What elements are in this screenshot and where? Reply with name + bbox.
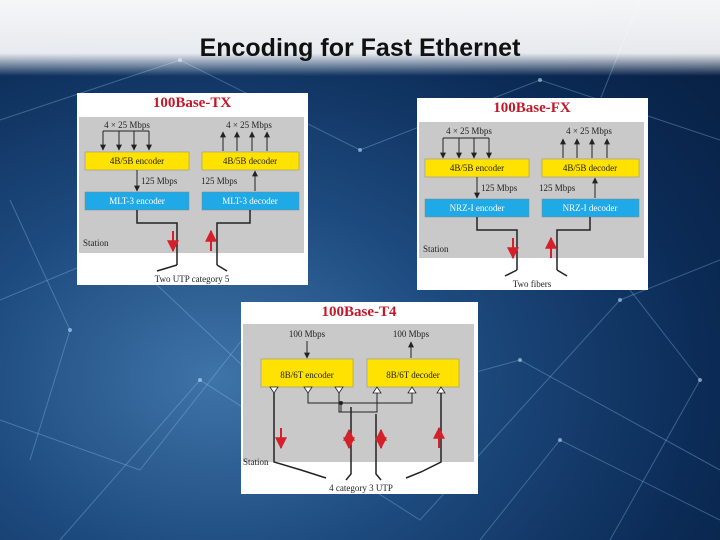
slide-title: Encoding for Fast Ethernet <box>199 34 521 62</box>
tx-medium-label: Two UTP category 5 <box>155 274 230 284</box>
fx-mid-right-rate: 125 Mbps <box>539 183 576 193</box>
tx-4b5b-decoder <box>201 151 300 171</box>
tx-title: 100Base-TX <box>153 95 232 111</box>
fx-top-right-rate: 4 × 25 Mbps <box>566 126 612 136</box>
fx-title: 100Base-FX <box>493 100 571 116</box>
t4-title: 100Base-T4 <box>322 304 398 320</box>
tx-top-left-rate: 4 × 25 Mbps <box>104 120 150 130</box>
t4-decoder-label: 8B/6T decoder <box>386 370 440 380</box>
fx-medium-label: Two fibers <box>513 279 552 289</box>
tx-decoder-top-label: 4B/5B decoder <box>223 156 277 166</box>
t4-top-left-rate: 100 Mbps <box>289 329 326 339</box>
fx-encoder-top-label: 4B/5B encoder <box>450 163 504 173</box>
title-bar <box>0 0 720 76</box>
t4-station-label: Station <box>243 457 269 467</box>
fx-decoder-top-label: 4B/5B decoder <box>563 163 617 173</box>
fx-station-area <box>419 122 644 258</box>
fx-mid-left-rate: 125 Mbps <box>481 183 518 193</box>
fx-station-label: Station <box>423 244 449 254</box>
diagram-100base-t4: 100Base-T4 100 Mbps 100 Mbps 8B/6T encod… <box>241 302 478 494</box>
t4-8b6t-encoder <box>260 358 354 388</box>
diagram-100base-tx: 100Base-TX 4 × 25 Mbps 4 × 25 Mbps 4B/5B… <box>77 93 308 285</box>
fx-top-left-rate: 4 × 25 Mbps <box>446 126 492 136</box>
fx-4b5b-decoder <box>541 158 640 178</box>
t4-encoder-label: 8B/6T encoder <box>280 370 334 380</box>
tx-mid-right-rate: 125 Mbps <box>201 176 238 186</box>
t4-medium-label: 4 category 3 UTP <box>329 483 393 493</box>
diagram-100base-fx: 100Base-FX 4 × 25 Mbps 4 × 25 Mbps 4B/5B… <box>417 98 648 290</box>
tx-station-label: Station <box>83 238 109 248</box>
tx-top-right-rate: 4 × 25 Mbps <box>226 120 272 130</box>
tx-encoder-top-label: 4B/5B encoder <box>110 156 164 166</box>
tx-mid-left-rate: 125 Mbps <box>141 176 178 186</box>
tx-station-area <box>79 117 304 253</box>
tx-encoder-bottom-label: MLT-3 encoder <box>109 196 165 206</box>
tx-decoder-bottom-label: MLT-3 decoder <box>222 196 278 206</box>
fx-decoder-bottom-label: NRZ-I decoder <box>563 203 618 213</box>
t4-top-right-rate: 100 Mbps <box>393 329 430 339</box>
fx-encoder-bottom-label: NRZ-I encoder <box>450 203 505 213</box>
t4-8b6t-decoder <box>366 358 460 388</box>
